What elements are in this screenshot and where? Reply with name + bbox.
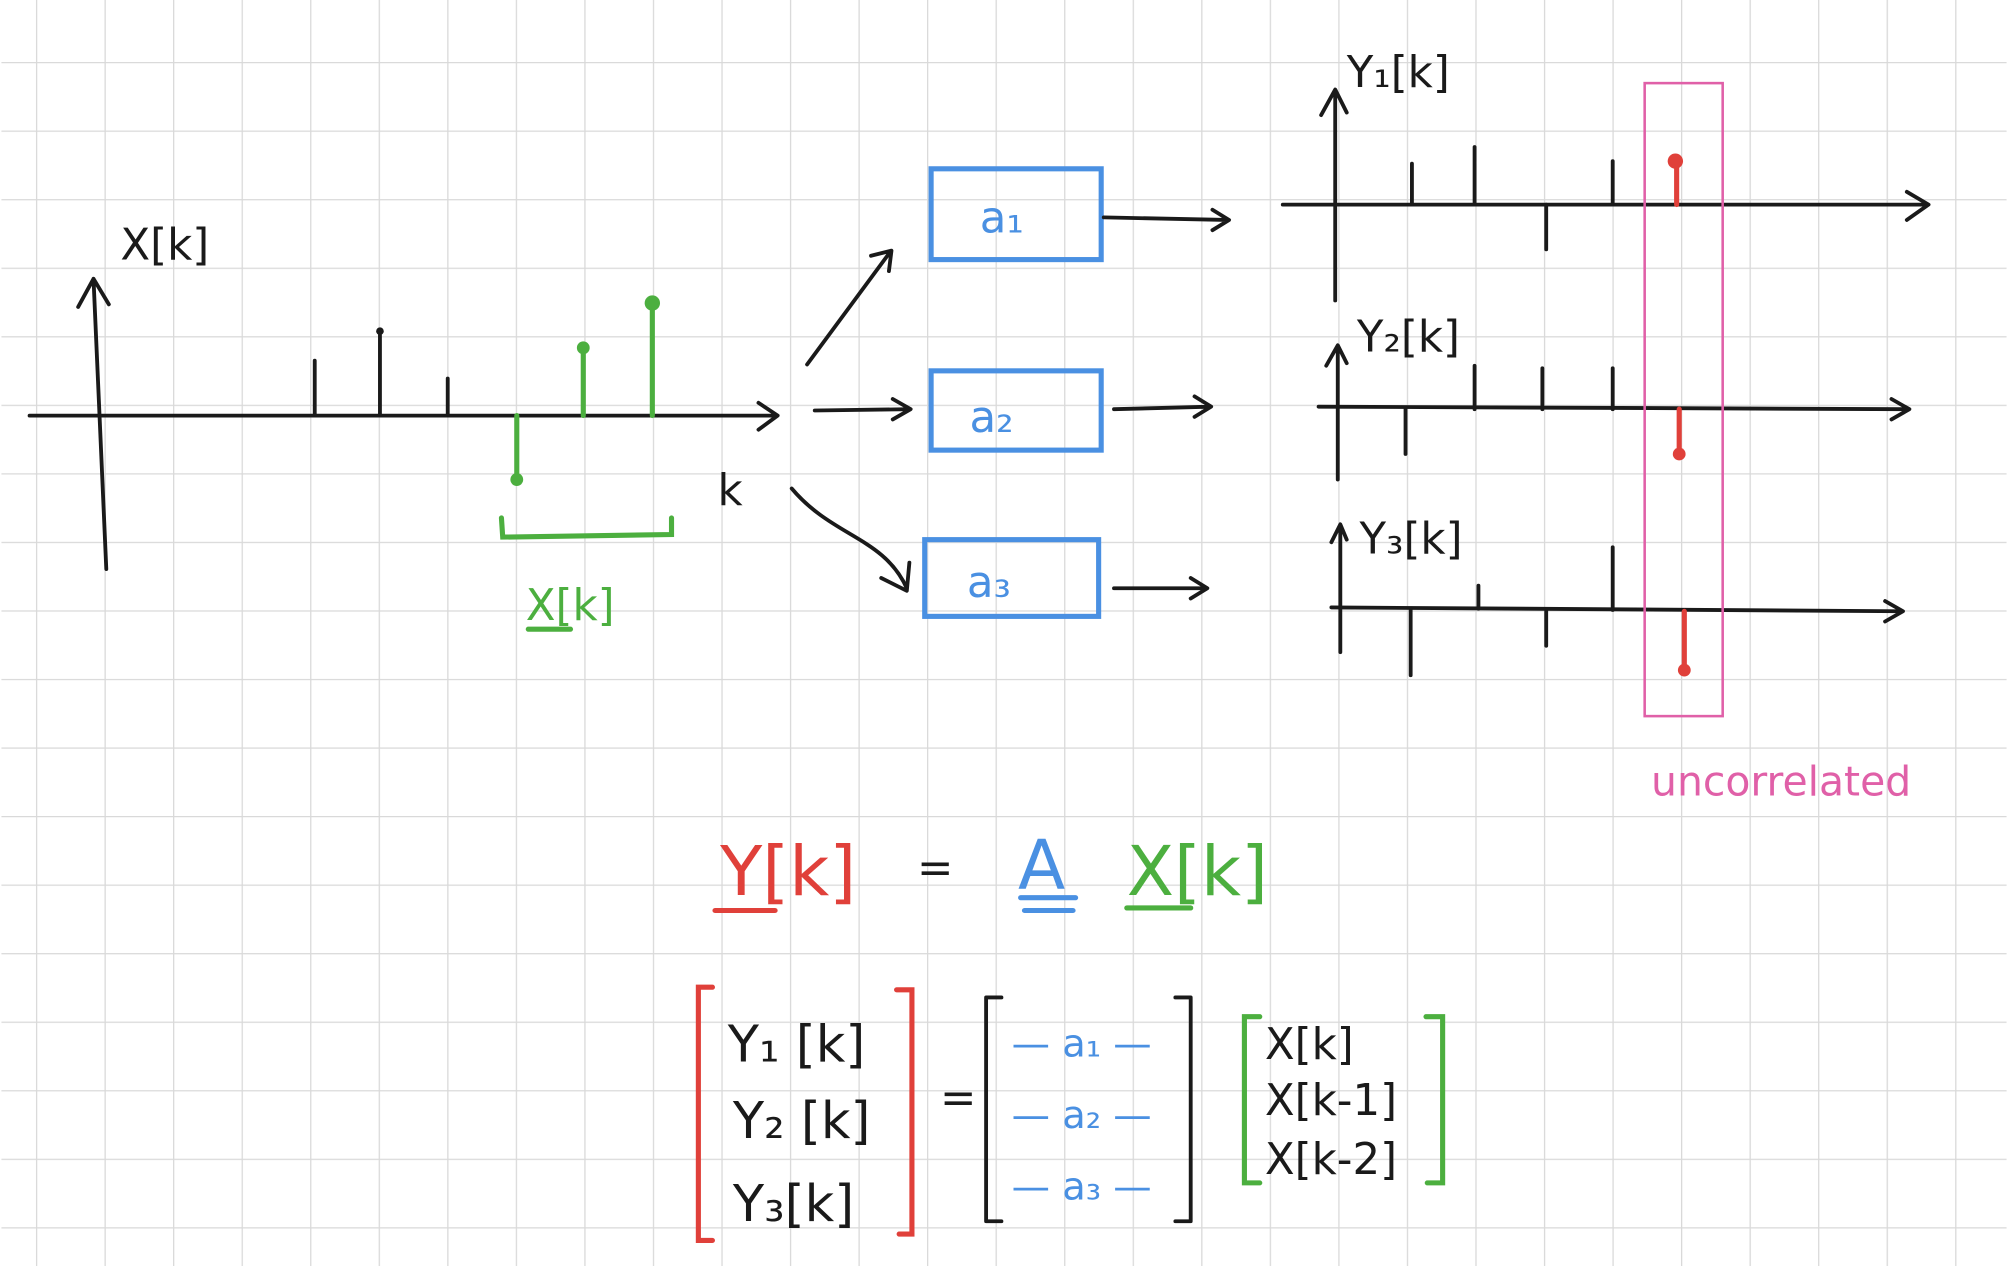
eq-rhs: X[k] bbox=[1127, 832, 1268, 912]
matrix-equals: = bbox=[940, 1074, 976, 1124]
output-plot-y1: Y₁[k] bbox=[1280, 48, 1931, 303]
output-plot-y3: Y₃[k] bbox=[1329, 515, 1905, 678]
y1-label: Y₁[k] bbox=[1346, 48, 1450, 98]
matrix-row-3: — a₃ — bbox=[1012, 1165, 1152, 1210]
y3-label: Y₃[k] bbox=[1359, 515, 1463, 565]
input-x-label: k bbox=[718, 466, 744, 516]
matrix-equation: Y₁ [k] Y₂ [k] Y₃[k] = — a₁ — — a₂ — — a₃… bbox=[695, 984, 1446, 1243]
y2-label: Y₂[k] bbox=[1356, 313, 1460, 363]
eq-equals: = bbox=[917, 843, 953, 893]
compact-equation: Y[k] = A X[k] bbox=[712, 826, 1268, 914]
window-bracket bbox=[498, 515, 675, 540]
output-plot-y2: Y₂[k] bbox=[1316, 313, 1912, 482]
uncorrelated-highlight bbox=[1643, 81, 1724, 718]
filter-a1: a₁ bbox=[980, 194, 1024, 244]
rhs-row-1: X[k] bbox=[1265, 1020, 1354, 1070]
input-arrows bbox=[789, 248, 913, 593]
eq-matrix: A bbox=[1018, 826, 1065, 906]
rhs-row-3: X[k-2] bbox=[1265, 1135, 1397, 1185]
filter-a3: a₃ bbox=[967, 558, 1011, 608]
filter-bank: a₁ a₂ a₃ bbox=[922, 166, 1231, 619]
rhs-row-2: X[k-1] bbox=[1265, 1076, 1397, 1126]
uncorrelated-label: uncorrelated bbox=[1651, 757, 1911, 805]
input-signal-plot: X[k] k X[k] bbox=[27, 221, 780, 632]
matrix-row-2: — a₂ — bbox=[1012, 1093, 1152, 1138]
window-label: X[k] bbox=[526, 581, 615, 631]
filter-a2: a₂ bbox=[969, 393, 1013, 443]
lhs-row-3: Y₃[k] bbox=[732, 1175, 854, 1234]
input-y-label: X[k] bbox=[120, 221, 209, 271]
matrix-row-1: — a₁ — bbox=[1012, 1021, 1152, 1066]
lhs-row-2: Y₂ [k] bbox=[732, 1092, 871, 1151]
lhs-row-1: Y₁ [k] bbox=[727, 1015, 866, 1074]
eq-lhs: Y[k] bbox=[719, 832, 856, 912]
